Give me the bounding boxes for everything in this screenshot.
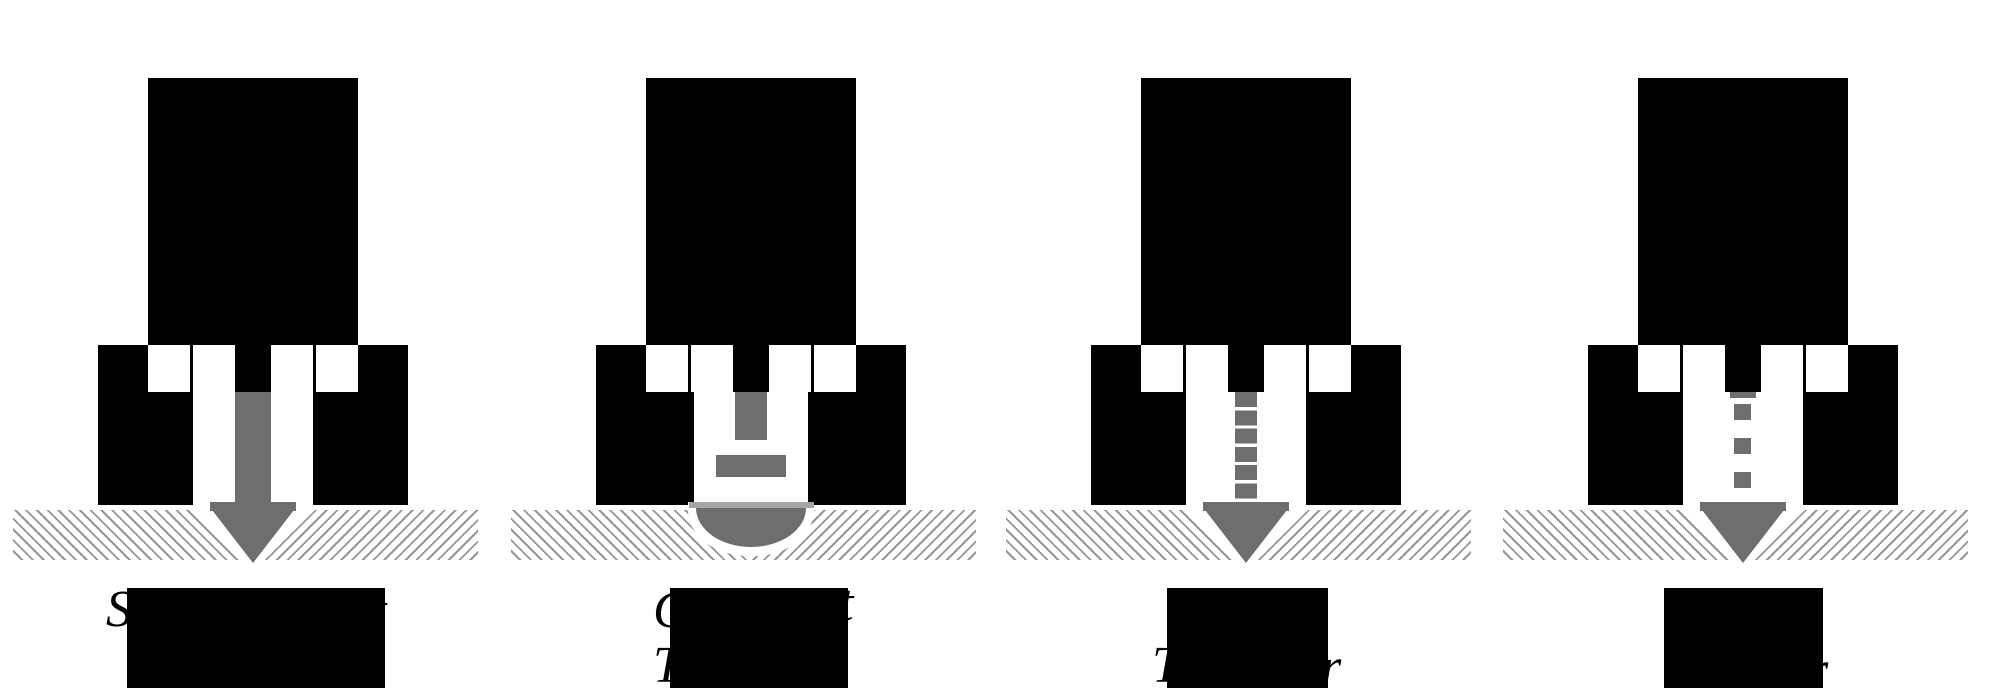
caption-redaction-box xyxy=(127,588,385,688)
plunger-stub xyxy=(1730,392,1756,398)
housing-slot-left xyxy=(1683,345,1725,392)
probe-unit-4: r xyxy=(1493,0,1993,700)
caption-redaction-box xyxy=(670,588,848,688)
housing-slot-right xyxy=(1264,345,1306,392)
probe-body xyxy=(646,78,856,345)
housing-slot-right xyxy=(769,345,811,392)
dotted-shaft-dot xyxy=(1734,472,1751,488)
caption: S t xyxy=(3,575,503,700)
caption-redaction-box xyxy=(1664,588,1823,688)
plunger-shaft xyxy=(235,392,271,503)
probe-unit-2: C t T xyxy=(501,0,1001,700)
housing-notch-right xyxy=(316,345,358,392)
caption: T r xyxy=(996,575,1496,700)
housing-notch-left xyxy=(646,345,688,392)
floating-bar xyxy=(716,455,786,477)
arrow-flange xyxy=(210,502,296,511)
housing-notch-left xyxy=(1638,345,1680,392)
housing-notch-right xyxy=(1309,345,1351,392)
caption: C t T xyxy=(501,575,1001,700)
probe-unit-3: T r xyxy=(996,0,1496,700)
dotted-shaft-dot xyxy=(1734,404,1751,420)
housing-slot-right xyxy=(271,345,313,505)
arrow-flange xyxy=(1700,502,1786,511)
probe-body xyxy=(148,78,358,345)
housing-slot-right xyxy=(1761,345,1803,392)
dotted-shaft-dot xyxy=(1734,438,1751,454)
housing-slot-left xyxy=(691,345,733,392)
housing-notch-right xyxy=(814,345,856,392)
probe-body xyxy=(1638,78,1848,345)
probe-body xyxy=(1141,78,1351,345)
caption-redaction-box xyxy=(1167,588,1328,688)
segmented-shaft xyxy=(1235,392,1257,502)
housing-notch-left xyxy=(1141,345,1183,392)
plunger-stub xyxy=(735,392,767,440)
housing-notch-left xyxy=(148,345,190,392)
caption: r xyxy=(1493,575,1993,700)
probe-unit-1: S t xyxy=(3,0,503,700)
housing-slot-left xyxy=(193,345,235,505)
arrow-flange xyxy=(1203,502,1289,511)
housing-notch-right xyxy=(1806,345,1848,392)
housing-slot-left xyxy=(1186,345,1228,392)
dome-flange xyxy=(689,502,814,508)
